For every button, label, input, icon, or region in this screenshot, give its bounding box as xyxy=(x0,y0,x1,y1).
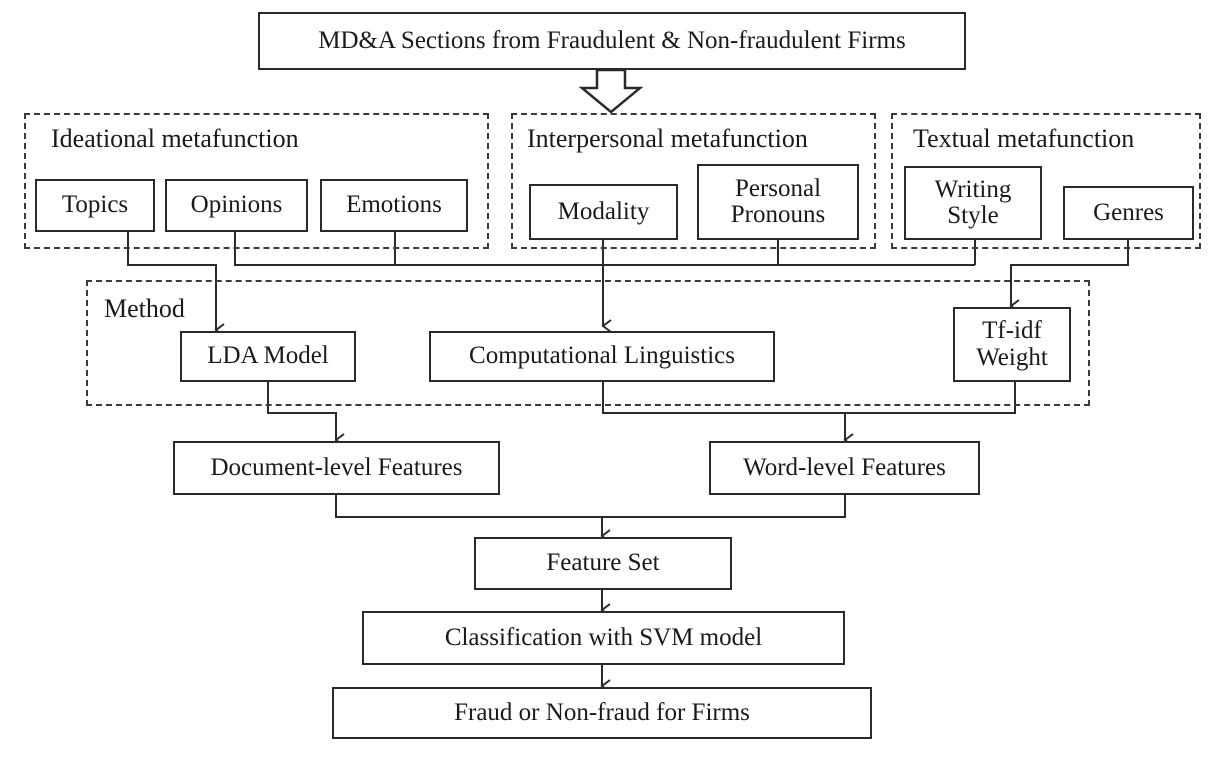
wire-lda-doc xyxy=(267,382,345,447)
box-personal-pronouns: Personal Pronouns xyxy=(697,164,859,240)
group-interpersonal xyxy=(511,113,876,249)
group-textual-label: Textual metafunction xyxy=(913,124,1135,153)
box-classification-svm: Classification with SVM model xyxy=(362,611,845,665)
box-document-level-features: Document-level Features xyxy=(173,441,500,495)
group-ideational-label: Ideational metafunction xyxy=(51,124,299,153)
box-emotions: Emotions xyxy=(320,179,468,232)
wire-genres-tfidf xyxy=(1009,240,1129,313)
group-textual xyxy=(891,113,1201,249)
input-box-mda-sections: MD&A Sections from Fraudulent & Non-frau… xyxy=(258,12,966,70)
box-feature-set: Feature Set xyxy=(474,537,732,590)
box-writing-style: Writing Style xyxy=(904,166,1042,240)
wire-cl-word xyxy=(602,382,1016,414)
wire-opinions xyxy=(234,232,975,266)
group-method xyxy=(86,280,1090,406)
group-ideational xyxy=(24,113,489,249)
box-word-level-features: Word-level Features xyxy=(709,441,980,495)
hollow-down-arrow xyxy=(578,68,644,114)
box-computational-linguistics: Computational Linguistics xyxy=(429,331,775,382)
box-genres: Genres xyxy=(1063,186,1194,240)
box-lda-model: LDA Model xyxy=(180,331,356,382)
wire-features-set xyxy=(335,495,846,518)
box-topics: Topics xyxy=(35,179,155,232)
box-modality: Modality xyxy=(529,184,678,240)
box-tfidf-weight: Tf-idf Weight xyxy=(953,307,1071,382)
group-interpersonal-label: Interpersonal metafunction xyxy=(527,124,808,153)
group-method-label: Method xyxy=(104,294,185,323)
box-output-fraud: Fraud or Non-fraud for Firms xyxy=(332,687,872,739)
box-opinions: Opinions xyxy=(165,179,308,232)
